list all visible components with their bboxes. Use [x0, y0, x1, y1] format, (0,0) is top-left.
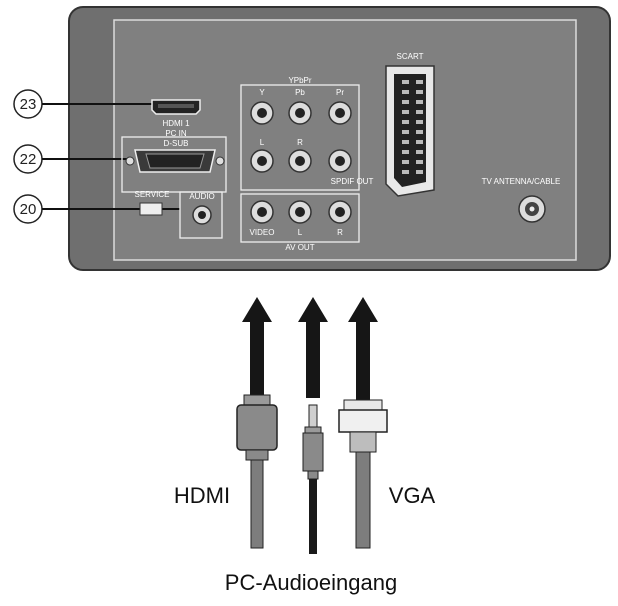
scart-pin	[416, 120, 423, 124]
scart-pin	[402, 90, 409, 94]
hdmi-cable-label: HDMI	[174, 483, 230, 508]
vga-dsub-port	[125, 149, 225, 173]
pc-in-label: PC IN	[165, 129, 187, 138]
y-label: Y	[259, 88, 265, 97]
hdmi-port-label: HDMI 1	[162, 119, 190, 128]
service-port	[139, 202, 163, 216]
scart-pin	[416, 100, 423, 104]
scart-pin	[416, 170, 423, 174]
pb-label: Pb	[295, 88, 305, 97]
scart-pin	[416, 80, 423, 84]
scart-pin	[402, 150, 409, 154]
audio-in-r-label: R	[297, 138, 303, 147]
service-audio-section: SERVICE AUDIO	[135, 190, 223, 239]
av-out-section: VIDEO L R AV OUT	[240, 193, 360, 252]
scart-label: SCART	[397, 52, 424, 61]
scart-pin	[402, 120, 409, 124]
callout-22-number: 22	[20, 151, 37, 168]
audio-in-l-jack	[250, 149, 274, 173]
callout-23-number: 23	[20, 96, 37, 113]
scart-pin	[402, 80, 409, 84]
audio-in-r-jack	[288, 149, 312, 173]
arrow-vga	[348, 297, 378, 402]
service-label: SERVICE	[135, 190, 170, 199]
audio-cable-label: PC-Audioeingang	[225, 570, 397, 595]
av-r-label: R	[337, 228, 343, 237]
hdmi-port: HDMI 1	[151, 99, 201, 128]
scart-pin	[402, 160, 409, 164]
av-out-label: AV OUT	[285, 243, 314, 252]
scart-pin	[416, 110, 423, 114]
component-input-section: YPbPr Y Pb Pr L R SPDIF OUT	[240, 76, 374, 191]
pb-jack	[288, 101, 312, 125]
vga-cable	[338, 399, 388, 549]
tv-antenna-label: TV ANTENNA/CABLE	[482, 177, 561, 186]
callout-23: 23	[13, 89, 152, 119]
scart-pin	[416, 150, 423, 154]
spdif-out-jack	[328, 149, 352, 173]
scart-pin	[416, 140, 423, 144]
scart-port: SCART	[385, 52, 435, 197]
audio-cable	[302, 404, 324, 554]
arrow-audio	[298, 297, 328, 398]
dsub-label: D-SUB	[164, 139, 189, 148]
av-video-jack	[250, 200, 274, 224]
arrow-hdmi	[242, 297, 272, 402]
pc-in-section: PC IN D-SUB	[121, 129, 227, 193]
scart-pin	[402, 130, 409, 134]
pr-jack	[328, 101, 352, 125]
scart-pin	[402, 170, 409, 174]
ypbpr-label: YPbPr	[288, 76, 311, 85]
scart-pin	[416, 160, 423, 164]
scart-pin	[402, 110, 409, 114]
av-l-label: L	[298, 228, 303, 237]
av-video-label: VIDEO	[250, 228, 275, 237]
spdif-out-label: SPDIF OUT	[331, 177, 374, 186]
audio-label: AUDIO	[189, 192, 214, 201]
callout-22: 22	[13, 144, 130, 174]
audio-in-l-label: L	[260, 138, 265, 147]
callout-20-number: 20	[20, 201, 37, 218]
av-r-jack	[328, 200, 352, 224]
y-jack	[250, 101, 274, 125]
scart-pin	[416, 90, 423, 94]
tv-antenna-port: TV ANTENNA/CABLE	[482, 177, 561, 223]
scart-pin	[402, 100, 409, 104]
scart-pin	[416, 130, 423, 134]
scart-pin	[402, 140, 409, 144]
pr-label: Pr	[336, 88, 344, 97]
av-l-jack	[288, 200, 312, 224]
hdmi-cable	[236, 394, 278, 549]
vga-cable-label: VGA	[389, 483, 436, 508]
